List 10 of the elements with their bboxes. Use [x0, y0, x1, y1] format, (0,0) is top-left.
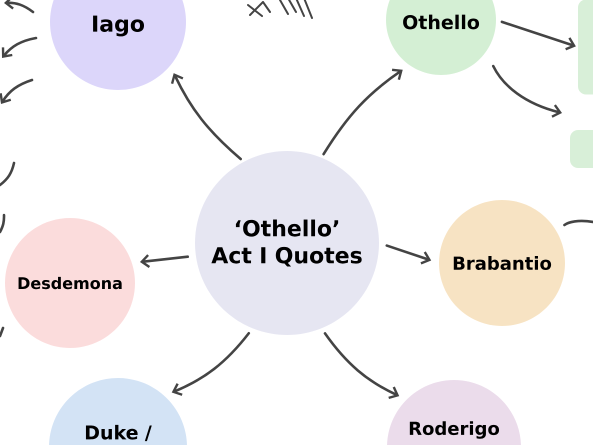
- arrow: [324, 332, 400, 399]
- arrow: [492, 64, 562, 118]
- arrow: [172, 332, 250, 396]
- arrow: [140, 254, 190, 268]
- arrow: [500, 20, 576, 50]
- arrow: [170, 73, 242, 160]
- arrow: [386, 244, 432, 264]
- note-box: [570, 130, 593, 168]
- arrow: [322, 68, 403, 156]
- note-box: [578, 0, 593, 94]
